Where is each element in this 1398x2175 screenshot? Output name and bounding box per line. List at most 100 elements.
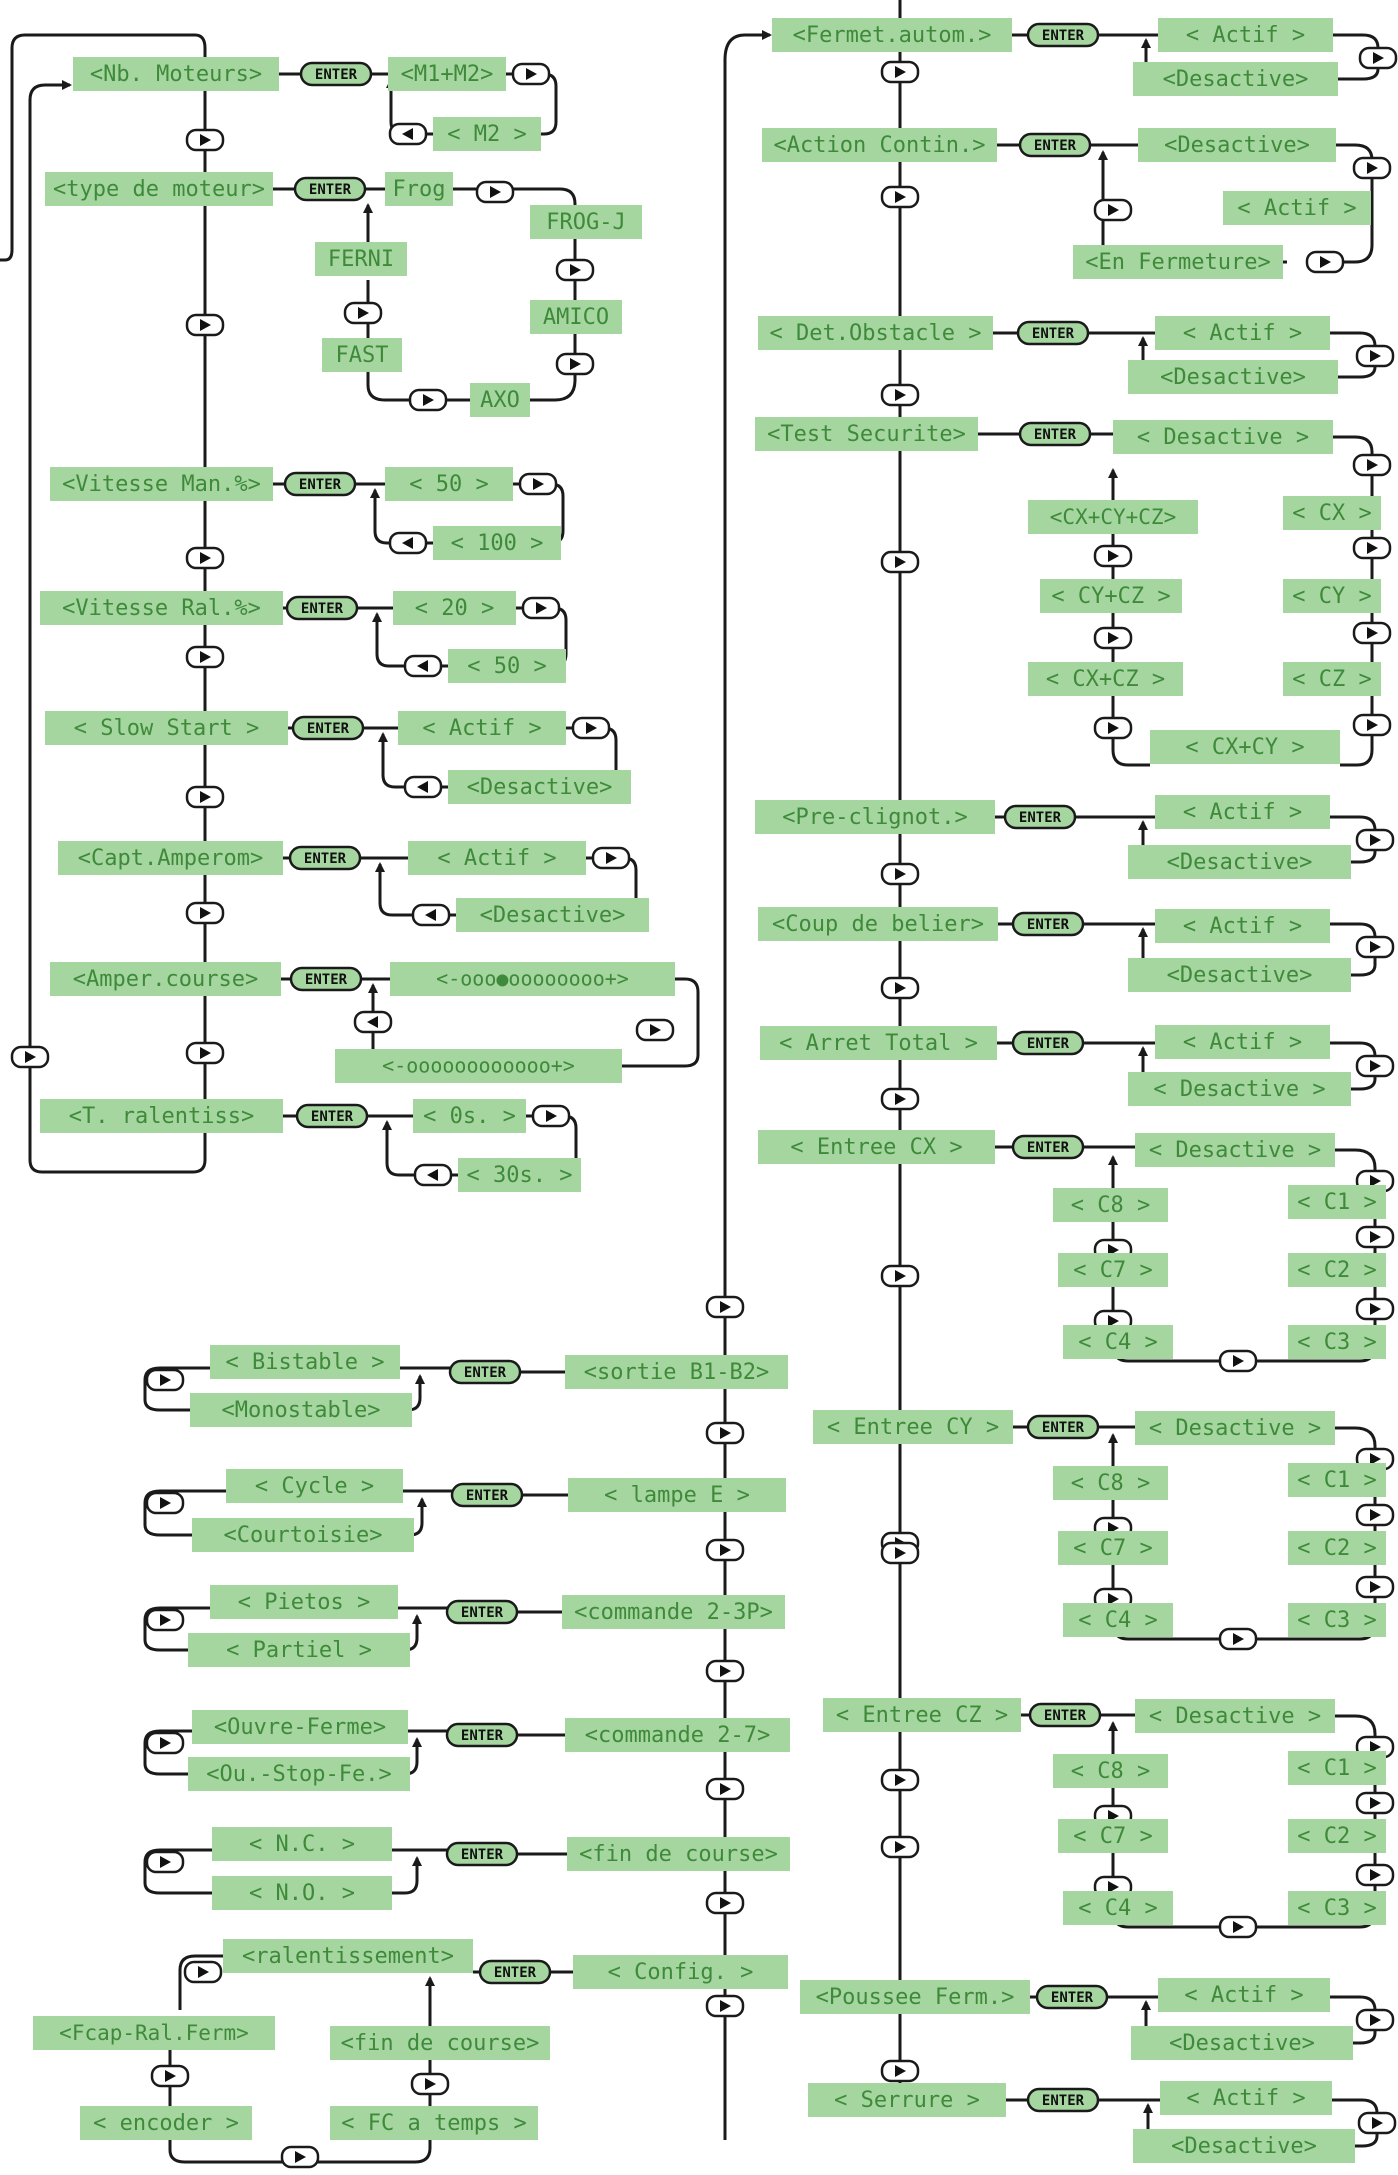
enter-label: ENTER [1027,1140,1070,1156]
entree_cy-c7-label: < C7 > [1073,1536,1152,1561]
enter-button: ENTER [1011,1134,1085,1160]
pre_clignot-title: <Pre-clignot.> [755,800,995,834]
enter-label: ENTER [305,972,348,988]
amper_course-title: <Amper.course> [50,962,281,996]
next-arrow-icon [880,2059,920,2083]
enter-label: ENTER [461,1728,504,1744]
fermet_autom-opt1-label: < Actif > [1186,23,1305,48]
capt_amperom-opt1-label: < Actif > [437,846,556,871]
next-arrow-icon [705,1538,745,1562]
enter-button: ENTER [1035,1984,1109,2010]
commande_27-opt2: <Ou.-Stop-Fe.> [188,1757,410,1791]
sortie_b1b2-title-label: <sortie B1-B2> [584,1360,769,1385]
entree_cy-c8-label: < C8 > [1071,1471,1150,1496]
fermet_autom-opt2-label: <Desactive> [1163,67,1309,92]
next-arrow-icon [10,1045,50,1069]
next-arrow-icon [591,846,631,870]
enter-button: ENTER [295,1103,369,1129]
config-ralent-label: <ralentissement> [242,1944,454,1969]
commande_23p-opt2: < Partiel > [188,1633,410,1667]
entree_cz-c3-label: < C3 > [1297,1896,1376,1921]
next-arrow-icon [880,383,920,407]
entree_cx-opt0-label: < Desactive > [1149,1138,1321,1163]
next-arrow-icon [880,1768,920,1792]
arret_total-opt2-label: < Desactive > [1153,1077,1325,1102]
enter-button: ENTER [1011,1030,1085,1056]
entree_cz-c1-label: < C1 > [1297,1756,1376,1781]
type_moteur-ferni-label: FERNI [328,247,394,272]
next-arrow-icon [880,550,920,574]
next-arrow-icon [185,1041,225,1065]
commande_27-title-label: <commande 2-7> [585,1723,770,1748]
action_contin-title: <Action Contin.> [762,128,997,162]
entree_cz-title-label: < Entree CZ > [836,1703,1008,1728]
coup_de_belier-opt2-label: <Desactive> [1167,963,1313,988]
next-arrow-icon [280,2145,320,2169]
config-findecourse-label: <fin de course> [341,2031,540,2056]
fermet_autom-title: <Fermet.autom.> [772,18,1012,52]
action_contin-opt2-label: < Actif > [1237,196,1356,221]
nb_moteurs-opt2: < M2 > [433,117,541,151]
vitesse_man-opt1-label: < 50 > [409,472,488,497]
slow_start-opt2: <Desactive> [448,770,631,804]
commande_27-title: <commande 2-7> [565,1718,790,1752]
next-arrow-icon [571,716,611,740]
next-arrow-icon [511,62,551,86]
test_securite-cy: < CY > [1283,579,1381,613]
next-arrow-icon [880,1541,920,1565]
vitesse_man-opt2: < 100 > [433,526,561,560]
enter-button: ENTER [1018,421,1092,447]
next-arrow-icon [880,862,920,886]
entree_cx-c2-label: < C2 > [1297,1258,1376,1283]
next-arrow-icon [410,2072,450,2096]
entree_cy-c4-label: < C4 > [1078,1608,1157,1633]
enter-button: ENTER [1026,1414,1100,1440]
arret_total-opt1-label: < Actif > [1183,1030,1302,1055]
prev-arrow-icon [353,1010,393,1034]
pre_clignot-opt1: < Actif > [1155,795,1330,829]
enter-label: ENTER [1044,1708,1087,1724]
next-arrow-icon [1093,544,1133,568]
next-arrow-icon [145,1368,185,1392]
arret_total-opt2: < Desactive > [1128,1072,1351,1106]
fin_de_course-opt2: < N.O. > [212,1876,392,1910]
config-encoder: < encoder > [80,2106,252,2140]
prev-arrow-icon [413,1163,453,1187]
prev-arrow-icon [411,903,451,927]
next-arrow-icon [145,1608,185,1632]
next-arrow-icon [1355,2008,1395,2032]
fin_de_course-opt1: < N.C. > [212,1827,392,1861]
poussee_ferm-opt1-label: < Actif > [1184,1983,1303,2008]
det_obstacle-opt2-label: <Desactive> [1160,365,1306,390]
enter-button: ENTER [288,845,362,871]
vitesse_man-title-label: <Vitesse Man.%> [62,472,261,497]
enter-button: ENTER [1026,2087,1100,2113]
capt_amperom-opt2-label: <Desactive> [480,903,626,928]
enter-button: ENTER [283,471,357,497]
lampe_e-opt2: <Courtoisie> [192,1518,414,1552]
amper_course-opt1-label: <-ooo●oooooooo+> [436,967,629,991]
vitesse_man-opt2-label: < 100 > [451,531,544,556]
enter-label: ENTER [461,1847,504,1863]
type_moteur-fast-label: FAST [336,343,389,368]
config-title: < Config. > [573,1955,788,1989]
next-arrow-icon [1352,713,1392,737]
next-arrow-icon [705,1994,745,2018]
coup_de_belier-title: <Coup de belier> [758,907,998,941]
entree_cy-c2-label: < C2 > [1297,1536,1376,1561]
entree_cz-c4: < C4 > [1063,1891,1173,1925]
serrure-opt2: <Desactive> [1133,2129,1355,2163]
prev-arrow-icon [388,531,428,555]
coup_de_belier-opt1: < Actif > [1155,909,1330,943]
test_securite-cxcz-label: < CX+CZ > [1046,667,1165,692]
next-arrow-icon [1352,156,1392,180]
entree_cz-c3: < C3 > [1288,1891,1386,1925]
det_obstacle-opt1-label: < Actif > [1183,321,1302,346]
entree_cz-c2: < C2 > [1288,1819,1386,1853]
action_contin-opt3-label: <En Fermeture> [1085,250,1270,275]
entree_cy-c2: < C2 > [1288,1531,1386,1565]
arret_total-opt1: < Actif > [1155,1025,1330,1059]
enter-button: ENTER [448,1359,522,1385]
entree_cy-opt0-label: < Desactive > [1149,1416,1321,1441]
